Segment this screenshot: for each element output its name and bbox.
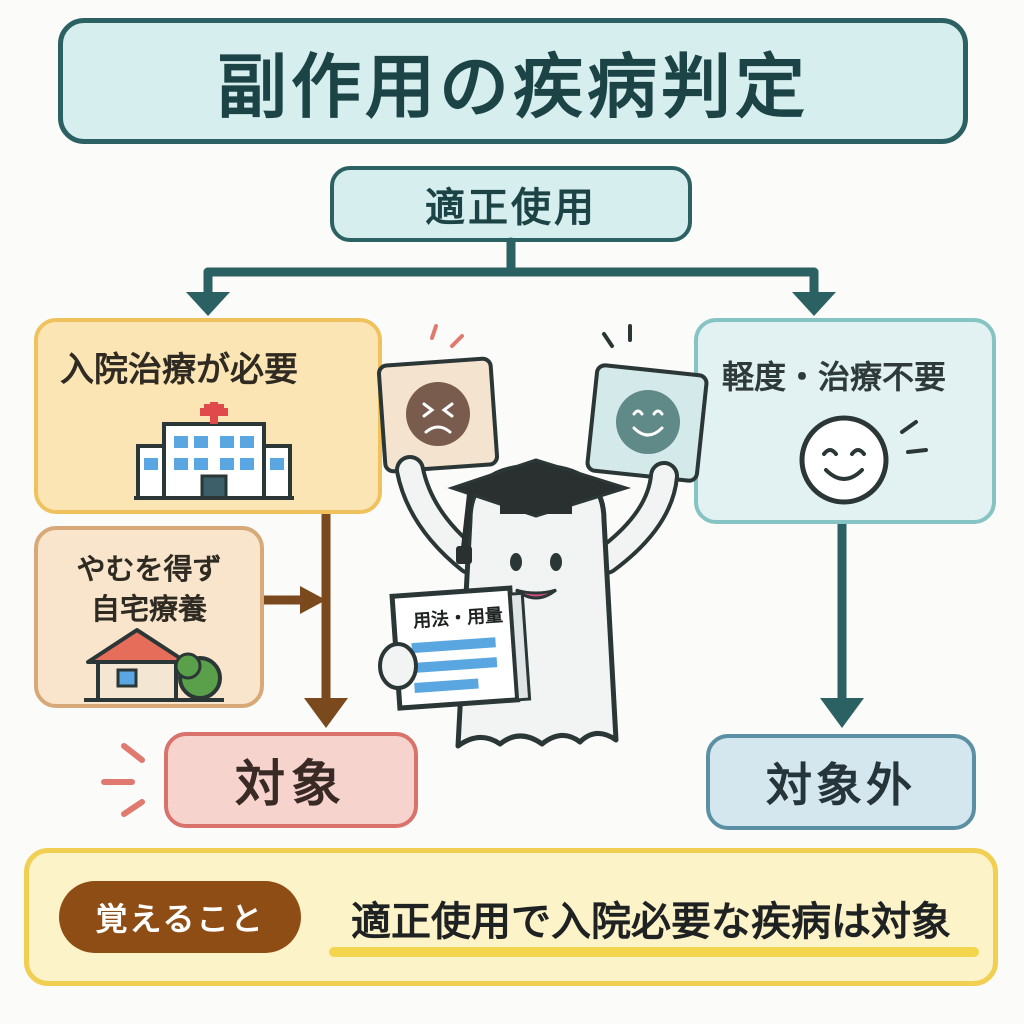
home-care-line1: やむを得ず	[76, 552, 222, 586]
hospital-icon	[134, 402, 294, 500]
key-point-sentence: 適正使用で入院必要な疾病は対象	[351, 899, 951, 945]
home-care-box: やむを得ず 自宅療養	[34, 526, 264, 708]
highlight-underline	[329, 947, 979, 957]
emphasis-marks-icon	[101, 743, 145, 817]
arrow-to-mild	[792, 292, 836, 316]
key-point-badge: 覚えること	[59, 881, 301, 953]
hospitalization-required-box: 入院治療が必要	[34, 318, 382, 514]
smile-face-icon	[799, 415, 928, 505]
house-icon	[84, 628, 224, 702]
page-title: 副作用の疾病判定	[58, 18, 968, 144]
arrow-home-to-line	[300, 586, 326, 614]
home-care-line2: 自宅療養	[90, 592, 207, 626]
target-outcome: 対象	[164, 732, 418, 828]
arrow-to-target	[304, 698, 348, 728]
hospitalization-label: 入院治療が必要	[60, 350, 298, 390]
non-target-outcome: 対象外	[706, 734, 976, 830]
arrow-to-hospital	[186, 292, 230, 316]
key-point-banner: 覚えること 適正使用で入院必要な疾病は対象	[24, 848, 998, 986]
mild-label: 軽度・治療不要	[722, 358, 947, 396]
arrow-to-nontarget	[820, 698, 864, 728]
mild-no-treatment-box: 軽度・治療不要	[694, 318, 996, 524]
